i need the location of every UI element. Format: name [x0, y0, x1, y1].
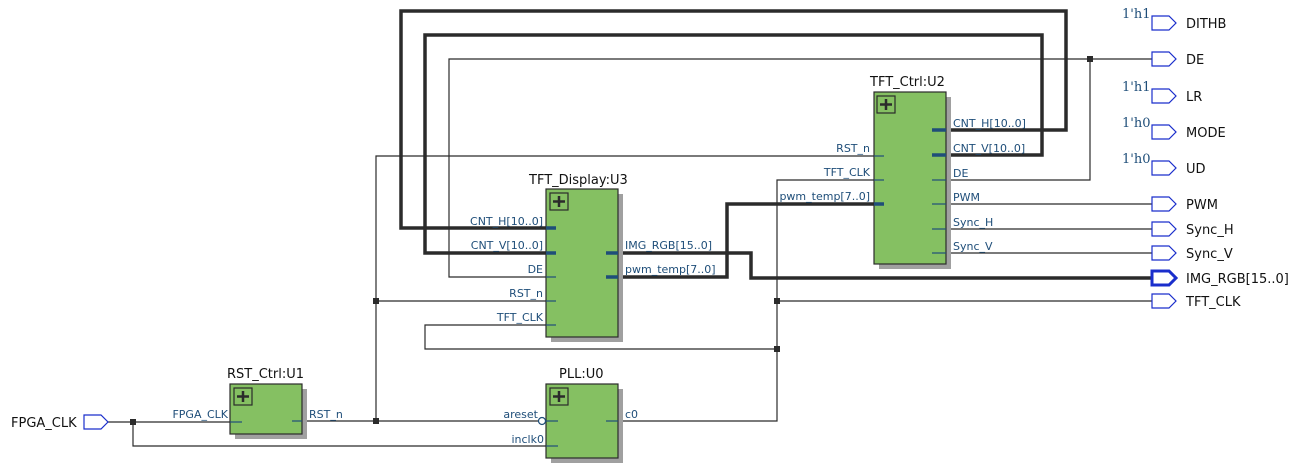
- net-rst-n[interactable]: [292, 155, 884, 422]
- port-label: UD: [1186, 162, 1206, 177]
- block-title: TFT_Display:U3: [528, 173, 628, 188]
- net-cnt-v[interactable]: [423, 33, 1044, 255]
- net-tft-clk-u3[interactable]: [424, 324, 777, 350]
- block-title: RST_Ctrl:U1: [227, 367, 304, 382]
- pin-c0: c0: [625, 408, 638, 421]
- pin-tft-clk: TFT_CLK: [496, 311, 544, 324]
- pin-fpga-clk: FPGA_CLK: [172, 408, 228, 421]
- constant-value: 1'h1: [1122, 80, 1151, 95]
- junction-dot: [1087, 56, 1093, 62]
- pin-de: DE: [953, 167, 968, 180]
- inversion-bubble-icon: [537, 416, 547, 426]
- port-label: LR: [1186, 90, 1202, 105]
- block-rst-ctrl-u1[interactable]: RST_Ctrl:U1 FPGA_CLK RST_n: [172, 367, 343, 439]
- output-port-img-rgb-15-0[interactable]: IMG_RGB[15..0]: [1150, 269, 1289, 287]
- plus-box-icon[interactable]: [233, 387, 253, 406]
- constant-value: 1'h1: [1122, 7, 1151, 22]
- net-img-rgb[interactable]: [606, 251, 1152, 280]
- block-title: TFT_Ctrl:U2: [869, 75, 945, 90]
- pin-cnt-h: CNT_H[10..0]: [470, 215, 543, 228]
- junctions: [130, 56, 1093, 425]
- pin-rst-n: RST_n: [509, 287, 543, 300]
- plus-box-icon[interactable]: [876, 95, 896, 114]
- port-label: PWM: [1186, 198, 1218, 213]
- port-label: FPGA_CLK: [11, 416, 77, 431]
- block-tft-display-u3[interactable]: TFT_Display:U3 CNT_H[10..0] CNT_V[10..0]…: [470, 173, 716, 342]
- port-label: Sync_V: [1186, 247, 1233, 262]
- plus-box-icon[interactable]: [549, 192, 569, 211]
- output-port-dithb[interactable]: DITHB 1'h1: [1122, 7, 1226, 32]
- pin-sync-v: Sync_V: [953, 240, 993, 253]
- output-port-ud[interactable]: UD 1'h0: [1122, 152, 1206, 177]
- plus-box-icon[interactable]: [549, 387, 569, 406]
- port-label: MODE: [1186, 126, 1226, 141]
- port-label: TFT_CLK: [1185, 295, 1241, 310]
- block-title: PLL:U0: [559, 367, 604, 382]
- input-port-fpga-clk[interactable]: FPGA_CLK: [11, 414, 109, 431]
- pin-inclk0: inclk0: [511, 433, 544, 446]
- output-port-lr[interactable]: LR 1'h1: [1122, 80, 1202, 105]
- junction-dot: [373, 418, 379, 424]
- junction-dot: [774, 346, 780, 352]
- output-port-mode[interactable]: MODE 1'h0: [1122, 116, 1226, 141]
- pin-cnt-h: CNT_H[10..0]: [953, 117, 1026, 130]
- junction-dot: [774, 298, 780, 304]
- net-de[interactable]: [448, 58, 1091, 278]
- output-port-sync-h[interactable]: Sync_H: [1151, 221, 1234, 238]
- pin-pwm-temp: pwm_temp[7..0]: [625, 263, 716, 276]
- pin-cnt-v: CNT_V[10..0]: [953, 142, 1025, 155]
- pin-pwm-temp: pwm_temp[7..0]: [779, 190, 870, 203]
- constant-value: 1'h0: [1122, 116, 1151, 131]
- constant-value: 1'h0: [1122, 152, 1151, 167]
- junction-dot: [373, 298, 379, 304]
- pin-areset: areset: [503, 408, 538, 421]
- net-pwm-temp[interactable]: [606, 202, 884, 279]
- junction-dot: [130, 419, 136, 425]
- block-tft-ctrl-u2[interactable]: TFT_Ctrl:U2 RST_n TFT_CLK pwm_temp[7..0]…: [779, 75, 1026, 269]
- pin-rst-n: RST_n: [309, 408, 343, 421]
- pin-img-rgb: IMG_RGB[15..0]: [625, 239, 712, 252]
- output-port-de[interactable]: DE: [1151, 51, 1204, 68]
- output-port-sync-v[interactable]: Sync_V: [1151, 245, 1233, 262]
- port-label: IMG_RGB[15..0]: [1186, 272, 1289, 287]
- net-fpga-clk-pll[interactable]: [132, 422, 556, 447]
- pin-pwm: PWM: [953, 191, 980, 204]
- pin-rst-n: RST_n: [836, 142, 870, 155]
- port-label: DITHB: [1186, 17, 1226, 32]
- output-port-pwm[interactable]: PWM: [1151, 196, 1218, 213]
- port-label: DE: [1186, 53, 1204, 68]
- pin-de: DE: [528, 263, 543, 276]
- port-label: Sync_H: [1186, 223, 1234, 238]
- output-port-tft-clk[interactable]: TFT_CLK: [1151, 293, 1241, 310]
- pin-sync-h: Sync_H: [953, 216, 993, 229]
- block-pll-u0[interactable]: PLL:U0 areset inclk0 c0: [503, 367, 638, 463]
- output-ports: DITHB1'h1DELR1'h1MODE1'h0UD1'h0PWMSync_H…: [1122, 7, 1289, 310]
- pin-tft-clk: TFT_CLK: [823, 166, 871, 179]
- pin-cnt-v: CNT_V[10..0]: [471, 239, 543, 252]
- wires: [108, 9, 1152, 447]
